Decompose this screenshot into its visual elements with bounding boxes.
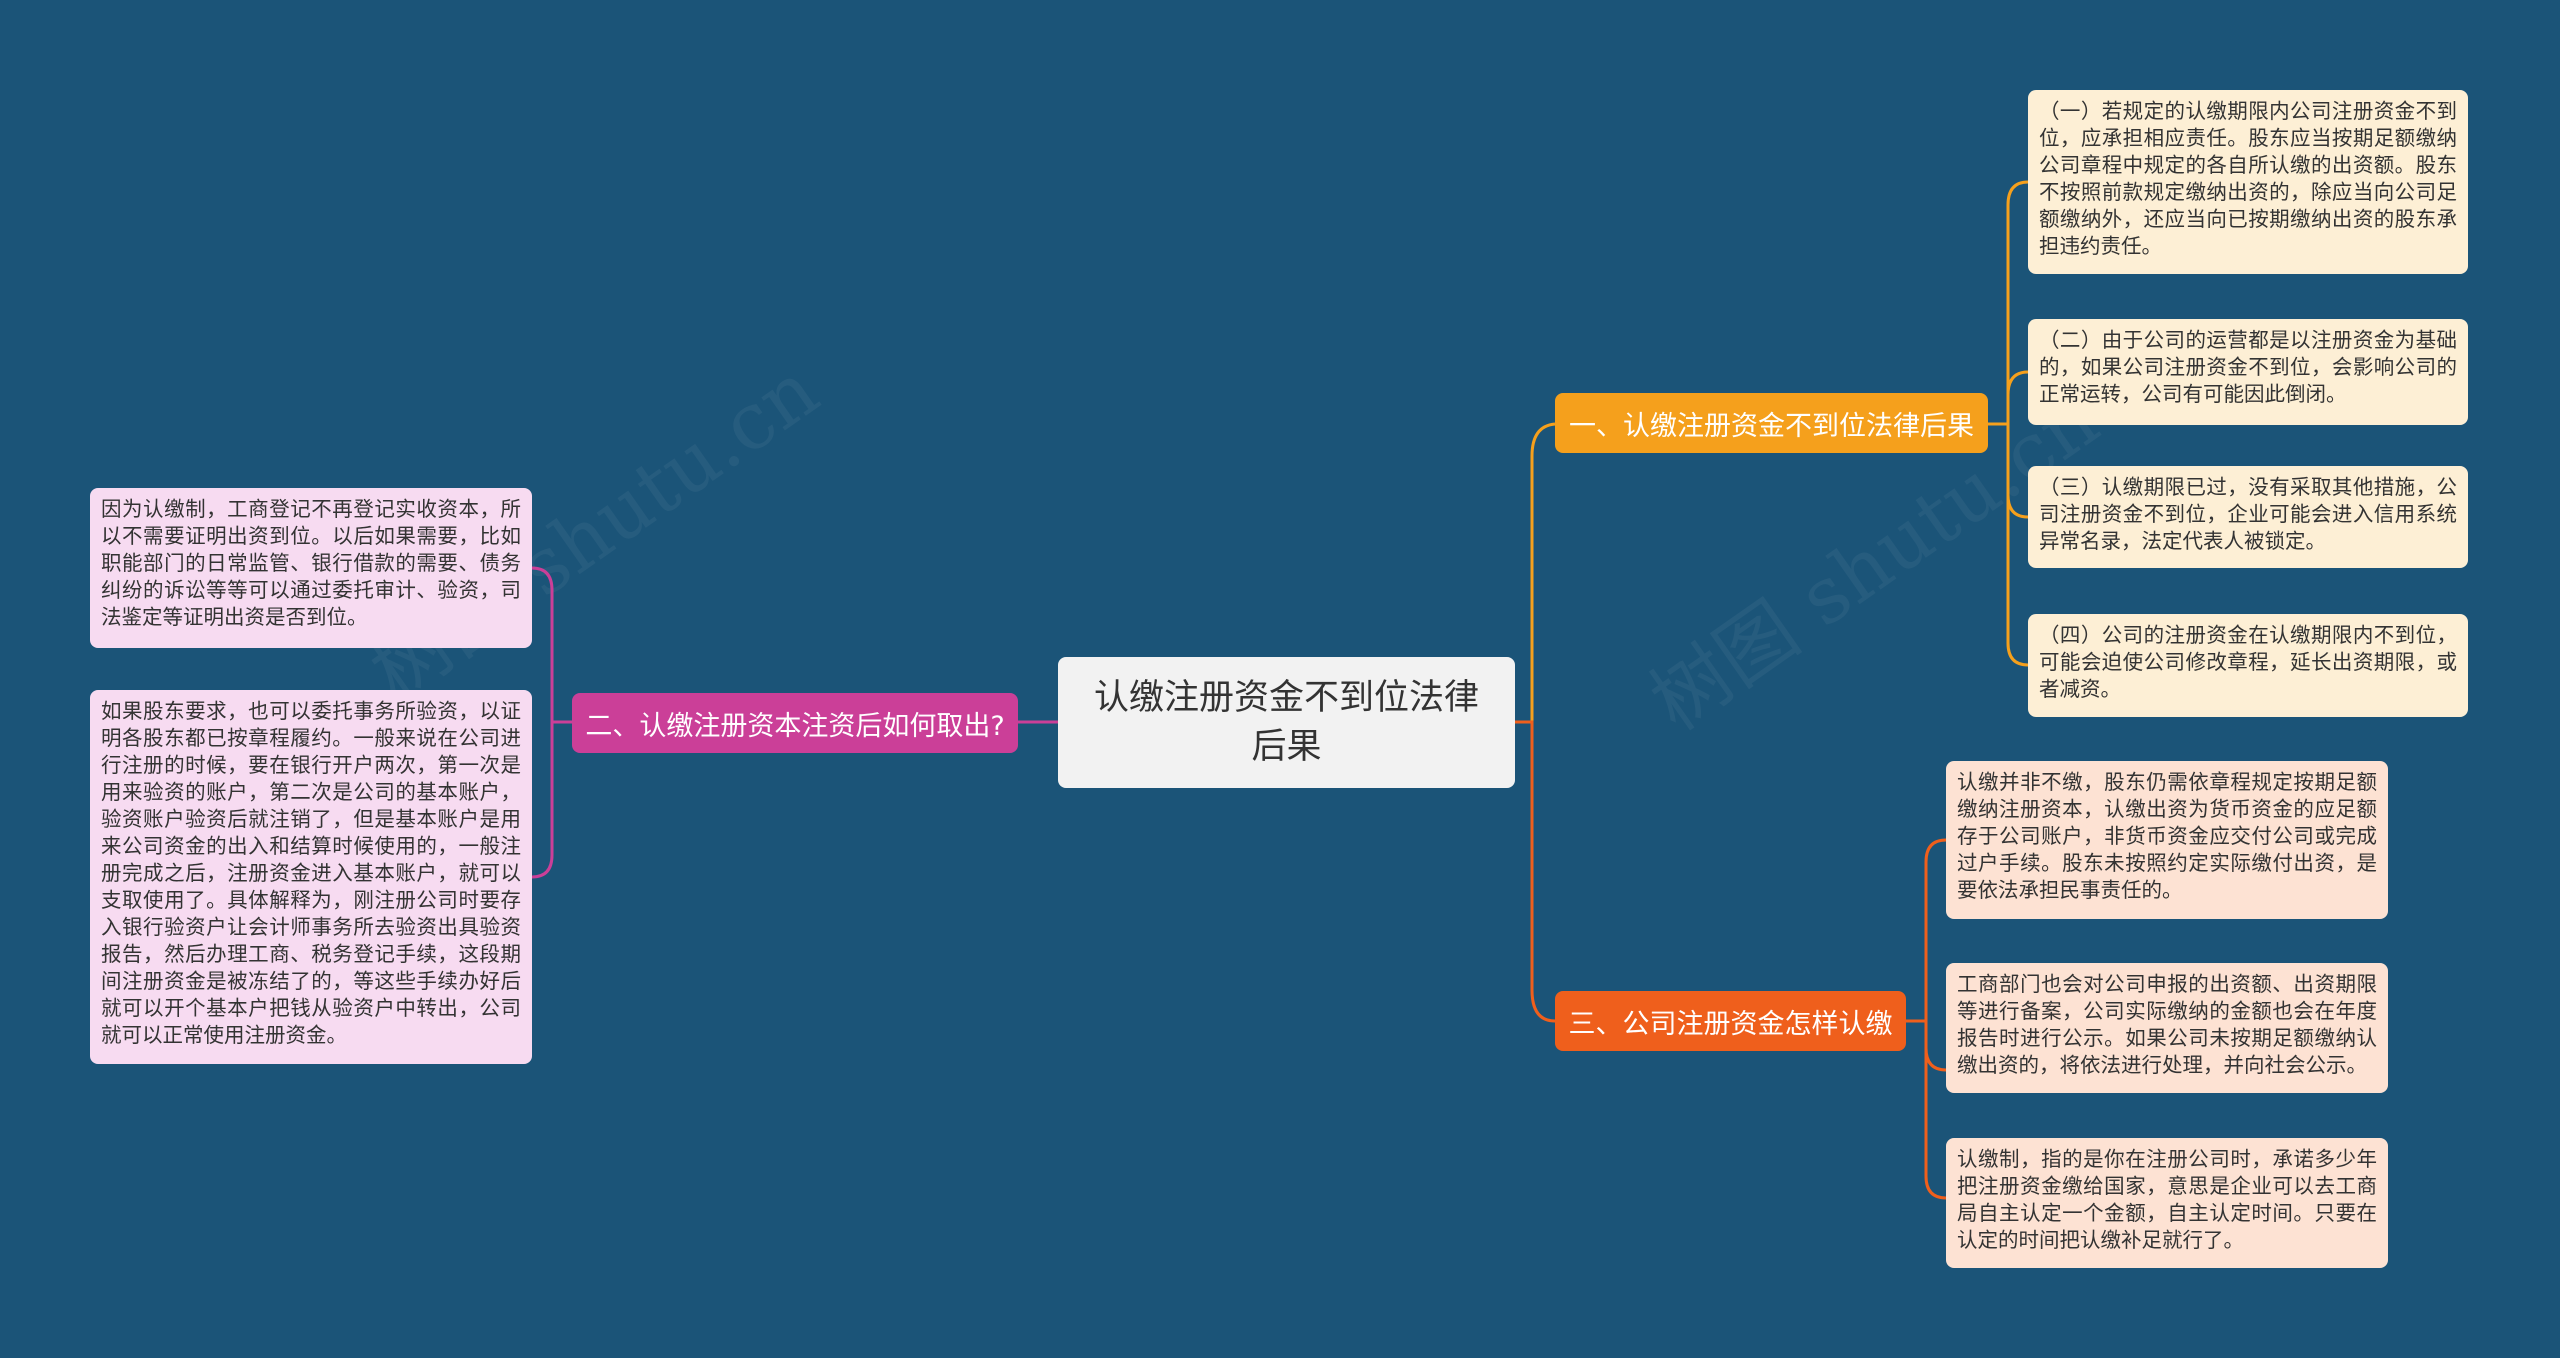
root-topic-label: 认缴注册资金不到位法律后果: [1093, 677, 1479, 767]
leaf-topic[interactable]: 认缴并非不缴，股东仍需依章程规定按期足额缴纳注册资本，认缴出资为货币资金的应足额…: [1946, 761, 2388, 919]
connector-branch-3-leaf-3: [1924, 1021, 1947, 1200]
leaf-text: （三）认缴期限已过，没有采取其他措施，公司注册资金不到位，企业可能会进入信用系统…: [2039, 475, 2457, 553]
leaf-topic[interactable]: （三）认缴期限已过，没有采取其他措施，公司注册资金不到位，企业可能会进入信用系统…: [2028, 466, 2468, 568]
connector-branch-2-leaf-2: [531, 722, 554, 879]
branch-topic-1[interactable]: 一、认缴注册资金不到位法律后果: [1555, 393, 1988, 453]
branch-topic-label: 二、认缴注册资本注资后如何取出?: [585, 710, 1005, 742]
leaf-topic[interactable]: （四）公司的注册资金在认缴期限内不到位，可能会迫使公司修改章程，延长出资期限，或…: [2028, 614, 2468, 717]
leaf-topic[interactable]: 工商部门也会对公司申报的出资额、出资期限等进行备案，公司实际缴纳的金额也会在年度…: [1946, 963, 2388, 1093]
root-topic[interactable]: 认缴注册资金不到位法律后果: [1058, 657, 1515, 788]
branch-topic-label: 一、认缴注册资金不到位法律后果: [1569, 410, 1974, 442]
connector-root-branch-3: [1515, 720, 1556, 1023]
connector-branch-3-leaf-1: [1906, 838, 1947, 1023]
connector-branch-1-leaf-1: [1988, 180, 2029, 426]
leaf-text: 认缴并非不缴，股东仍需依章程规定按期足额缴纳注册资本，认缴出资为货币资金的应足额…: [1957, 770, 2377, 902]
leaf-topic[interactable]: 认缴制，指的是你在注册公司时，承诺多少年把注册资金缴给国家，意思是企业可以去工商…: [1946, 1138, 2388, 1268]
leaf-topic[interactable]: 因为认缴制，工商登记不再登记实收资本，所以不需要证明出资到位。以后如果需要，比如…: [90, 488, 532, 648]
connector-branch-1-leaf-2: [2006, 370, 2029, 424]
leaf-text: （四）公司的注册资金在认缴期限内不到位，可能会迫使公司修改章程，延长出资期限，或…: [2039, 623, 2457, 701]
leaf-text: （二）由于公司的运营都是以注册资金为基础的，如果公司注册资金不到位，会影响公司的…: [2039, 328, 2457, 406]
leaf-text: 如果股东要求，也可以委托事务所验资，以证明各股东都已按章程履约。一般来说在公司进…: [101, 699, 521, 1047]
leaf-text: 因为认缴制，工商登记不再登记实收资本，所以不需要证明出资到位。以后如果需要，比如…: [101, 497, 521, 629]
connector-branch-1-leaf-3: [2006, 424, 2029, 519]
leaf-topic[interactable]: 如果股东要求，也可以委托事务所验资，以证明各股东都已按章程履约。一般来说在公司进…: [90, 690, 532, 1064]
leaf-topic[interactable]: （一）若规定的认缴期限内公司注册资金不到位，应承担相应责任。股东应当按期足额缴纳…: [2028, 90, 2468, 274]
branch-topic-3[interactable]: 三、公司注册资金怎样认缴: [1555, 991, 1906, 1051]
connector-root-branch-1: [1515, 422, 1556, 724]
connector-branch-3-leaf-2: [1924, 1021, 1947, 1072]
branch-topic-label: 三、公司注册资金怎样认缴: [1568, 1008, 1893, 1040]
leaf-text: 认缴制，指的是你在注册公司时，承诺多少年把注册资金缴给国家，意思是企业可以去工商…: [1957, 1147, 2377, 1252]
connector-branch-1-leaf-4: [2006, 424, 2029, 667]
connector-branch-2-leaf-1: [531, 566, 572, 724]
leaf-topic[interactable]: （二）由于公司的运营都是以注册资金为基础的，如果公司注册资金不到位，会影响公司的…: [2028, 319, 2468, 425]
branch-topic-2[interactable]: 二、认缴注册资本注资后如何取出?: [572, 693, 1018, 753]
leaf-text: （一）若规定的认缴期限内公司注册资金不到位，应承担相应责任。股东应当按期足额缴纳…: [2039, 99, 2457, 258]
leaf-text: 工商部门也会对公司申报的出资额、出资期限等进行备案，公司实际缴纳的金额也会在年度…: [1957, 972, 2377, 1077]
